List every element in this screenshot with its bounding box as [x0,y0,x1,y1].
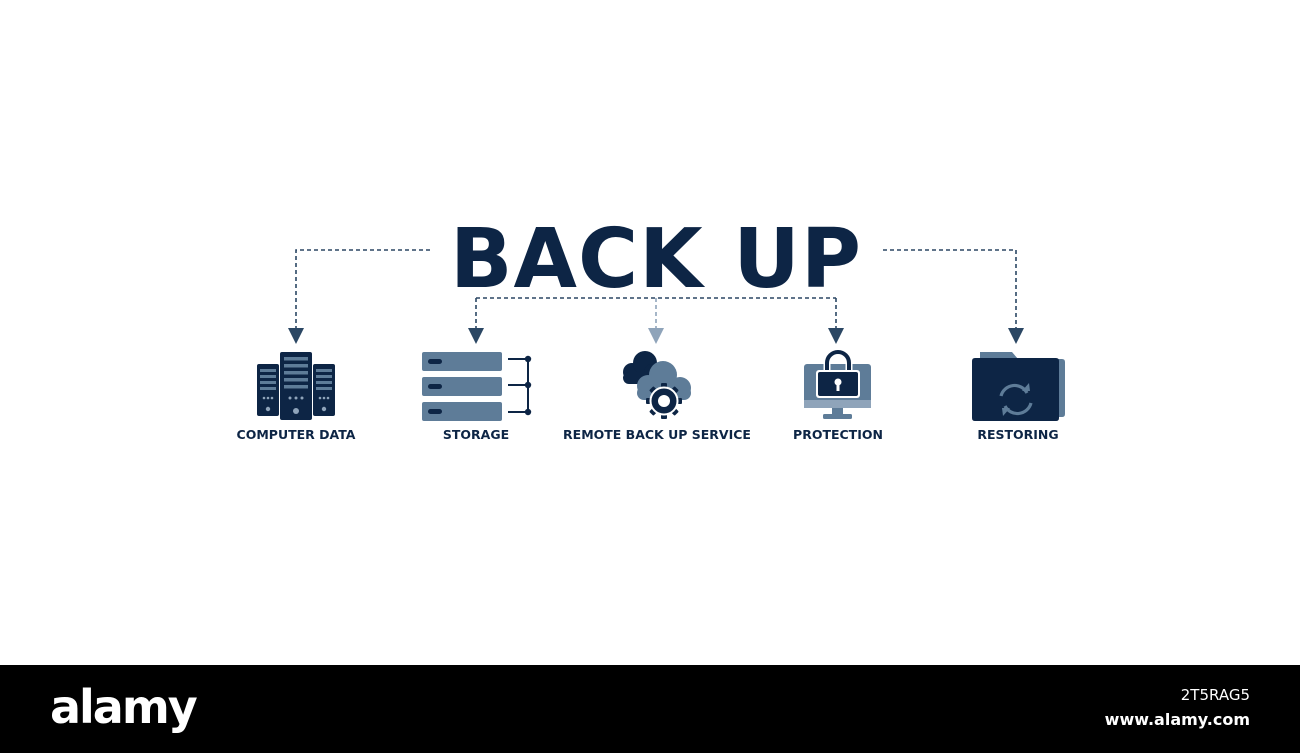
diagram-title: BACK UP [450,212,862,307]
label-storage: STORAGE [442,427,510,442]
connector-computer-data [288,249,430,344]
watermark-bar: alamy 2T5RAG5 www.alamy.com [0,665,1300,753]
cloud-gear-icon [623,351,691,419]
storage-stack-icon [422,352,532,421]
label-protection: PROTECTION [793,427,883,442]
server-rack-icon [257,352,335,420]
folder-sync-icon [972,352,1065,421]
connector-restoring [883,249,1024,344]
connectors [288,249,1024,344]
image-id: 2T5RAG5 [1180,686,1250,704]
monitor-lock-icon [804,348,871,419]
label-remote-back-up-service: REMOTE BACK UP SERVICE [563,427,751,442]
backup-diagram [257,249,1065,421]
watermark-url: www.alamy.com [1104,710,1250,729]
label-restoring: RESTORING [977,427,1059,442]
label-computer-data: COMPUTER DATA [236,427,356,442]
alamy-logo: alamy [50,680,198,734]
